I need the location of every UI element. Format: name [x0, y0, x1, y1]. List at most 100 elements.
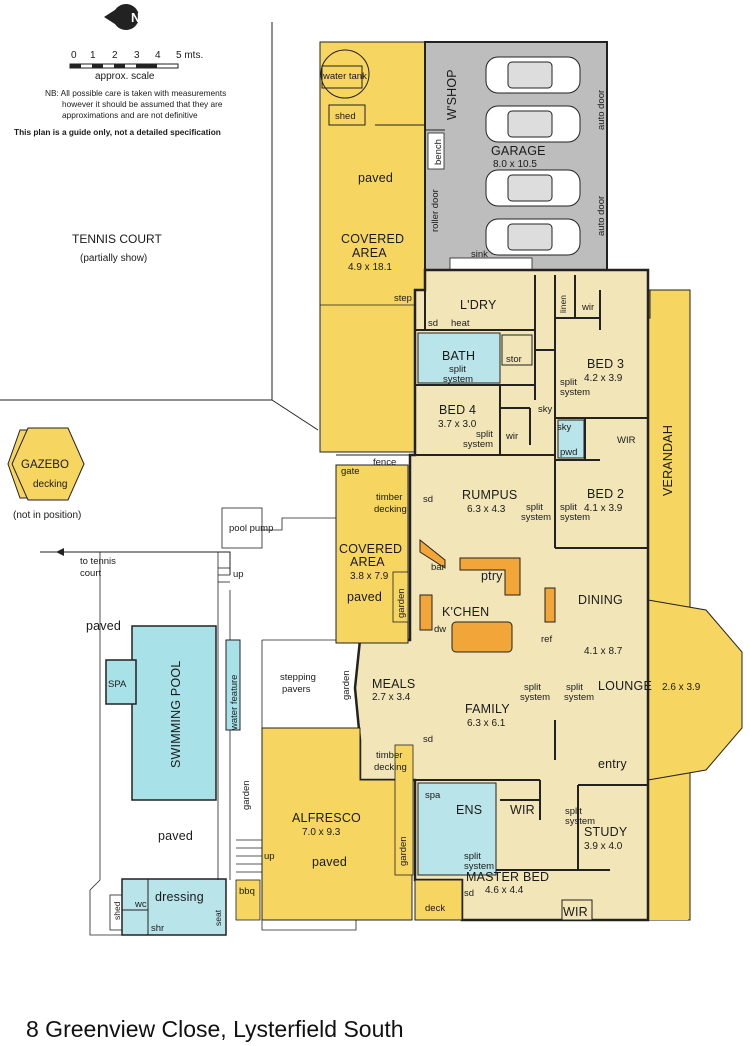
- svg-text:W'SHOP: W'SHOP: [445, 69, 459, 120]
- svg-text:split: split: [524, 682, 541, 693]
- svg-text:water feature: water feature: [229, 675, 240, 731]
- interior-walls: [415, 275, 648, 871]
- svg-text:system: system: [464, 861, 494, 872]
- svg-text:ALFRESCO: ALFRESCO: [292, 811, 361, 825]
- svg-text:LOUNGE: LOUNGE: [598, 679, 652, 693]
- svg-text:pwd: pwd: [560, 447, 577, 458]
- svg-text:paved: paved: [158, 829, 193, 843]
- svg-text:pavers: pavers: [282, 684, 311, 695]
- svg-text:paved: paved: [312, 855, 347, 869]
- svg-text:BED 2: BED 2: [587, 487, 624, 501]
- svg-text:split: split: [464, 851, 481, 862]
- svg-text:3.9 x 4.0: 3.9 x 4.0: [584, 841, 623, 852]
- gazebo: GAZEBO decking (not in position): [7, 427, 85, 521]
- svg-text:stor: stor: [506, 354, 522, 365]
- svg-text:system: system: [560, 387, 590, 398]
- svg-text:WIR: WIR: [563, 905, 588, 919]
- svg-text:split: split: [560, 502, 577, 513]
- svg-text:BATH: BATH: [442, 349, 475, 363]
- svg-text:seat: seat: [213, 909, 223, 926]
- svg-text:7.0 x 9.3: 7.0 x 9.3: [302, 827, 341, 838]
- svg-text:ref: ref: [541, 634, 552, 645]
- svg-text:4.1 x 8.7: 4.1 x 8.7: [584, 646, 623, 657]
- svg-text:pool pump: pool pump: [229, 523, 273, 534]
- svg-text:stepping: stepping: [280, 672, 316, 683]
- svg-text:WIR: WIR: [617, 435, 636, 446]
- svg-text:sd: sd: [464, 888, 474, 899]
- svg-text:GAZEBO: GAZEBO: [21, 459, 69, 471]
- svg-text:timber: timber: [376, 750, 402, 761]
- spa: [105, 659, 137, 705]
- svg-text:split: split: [526, 502, 543, 513]
- svg-text:system: system: [565, 816, 595, 827]
- svg-text:sky: sky: [538, 404, 553, 415]
- svg-text:spa: spa: [425, 790, 441, 801]
- mid-covered-area: COVERED AREA 3.8 x 7.9 paved garden timb…: [335, 454, 433, 644]
- svg-text:system: system: [564, 692, 594, 703]
- garage: bench roller door W'SHOP GARAGE 8.0 x 10…: [424, 41, 608, 271]
- svg-text:split: split: [565, 806, 582, 817]
- svg-text:system: system: [520, 692, 550, 703]
- svg-text:4.1 x 3.9: 4.1 x 3.9: [584, 503, 623, 514]
- svg-text:system: system: [463, 439, 493, 450]
- svg-text:5 mts.: 5 mts.: [176, 50, 203, 61]
- svg-text:3: 3: [134, 50, 140, 61]
- svg-text:decking: decking: [374, 504, 407, 515]
- svg-text:shed: shed: [335, 111, 356, 122]
- wet-areas: [121, 332, 585, 936]
- svg-text:step: step: [394, 293, 412, 304]
- svg-text:2.7 x 3.4: 2.7 x 3.4: [372, 692, 411, 703]
- svg-text:ENS: ENS: [456, 803, 482, 817]
- svg-text:system: system: [443, 374, 473, 385]
- svg-text:split: split: [449, 364, 466, 375]
- svg-text:shed: shed: [112, 901, 122, 920]
- svg-text:decking: decking: [33, 479, 67, 490]
- svg-text:deck: deck: [425, 903, 445, 914]
- svg-text:auto door: auto door: [596, 196, 607, 236]
- verandah: VERANDAH garden: [599, 289, 743, 921]
- svg-text:sd: sd: [423, 494, 433, 505]
- svg-text:K'CHEN: K'CHEN: [442, 605, 489, 619]
- svg-text:sky: sky: [557, 422, 572, 433]
- svg-text:paved: paved: [358, 171, 393, 185]
- svg-text:2: 2: [112, 50, 118, 61]
- svg-text:COVERED: COVERED: [341, 232, 404, 246]
- svg-text:wc: wc: [134, 899, 147, 910]
- svg-text:sink: sink: [471, 249, 488, 260]
- svg-text:GARAGE: GARAGE: [491, 144, 546, 158]
- svg-text:DINING: DINING: [578, 593, 623, 607]
- tennis-court: TENNIS COURT (partially show): [0, 22, 319, 431]
- svg-text:WIR: WIR: [510, 803, 535, 817]
- svg-text:3.7 x 3.0: 3.7 x 3.0: [438, 419, 477, 430]
- svg-text:paved: paved: [347, 590, 382, 604]
- svg-text:up: up: [264, 851, 275, 862]
- svg-text:MASTER BED: MASTER BED: [466, 870, 549, 884]
- svg-text:sd: sd: [428, 318, 438, 329]
- svg-text:2.6 x 3.9: 2.6 x 3.9: [662, 682, 701, 693]
- svg-text:NB: All possible care is take: NB: All possible care is taken with meas…: [45, 88, 226, 98]
- svg-text:3.8 x 7.9: 3.8 x 7.9: [350, 571, 389, 582]
- svg-text:MEALS: MEALS: [372, 677, 415, 691]
- svg-text:timber: timber: [376, 492, 402, 503]
- svg-text:6.3 x 6.1: 6.3 x 6.1: [467, 718, 506, 729]
- svg-text:split: split: [476, 429, 493, 440]
- scale-caption: approx. scale: [95, 71, 155, 82]
- pool-area: pool pump to tennis court up paved SPA S…: [40, 507, 357, 936]
- svg-text:1: 1: [90, 50, 96, 61]
- svg-text:bench: bench: [433, 139, 444, 165]
- swimming-pool: [131, 625, 217, 801]
- svg-text:however it should be assumed t: however it should be assumed that they a…: [62, 99, 223, 109]
- svg-text:dw: dw: [434, 624, 446, 635]
- svg-text:(partially show): (partially show): [80, 253, 147, 264]
- shed: [328, 104, 366, 126]
- svg-text:BED 4: BED 4: [439, 403, 476, 417]
- svg-text:split: split: [560, 377, 577, 388]
- kitchen-joinery: [261, 538, 556, 889]
- svg-text:TENNIS COURT: TENNIS COURT: [72, 232, 162, 246]
- svg-text:linen: linen: [558, 295, 568, 313]
- svg-text:4.6 x 4.4: 4.6 x 4.4: [485, 885, 524, 896]
- svg-text:SPA: SPA: [108, 679, 127, 690]
- svg-text:BED 3: BED 3: [587, 357, 624, 371]
- svg-text:system: system: [521, 512, 551, 523]
